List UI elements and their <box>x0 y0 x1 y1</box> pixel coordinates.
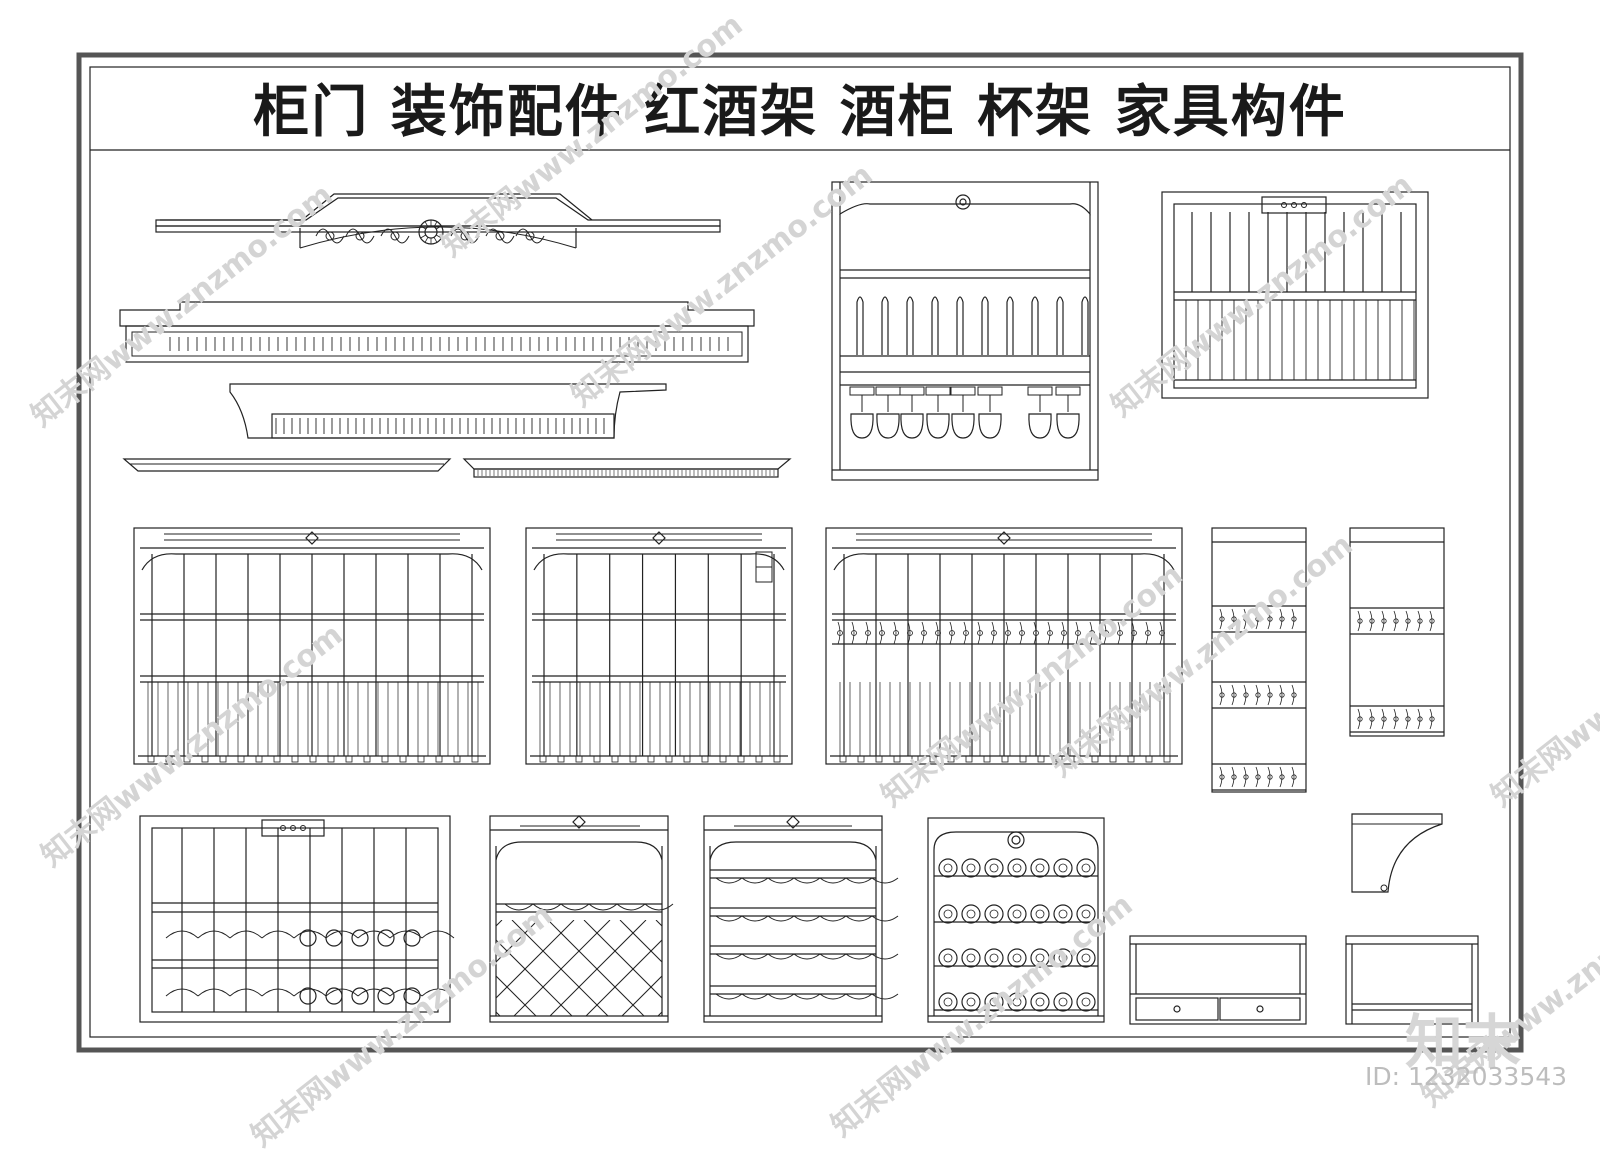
sheet-title: 柜门 装饰配件 红酒架 酒柜 杯架 家具构件 <box>253 79 1347 145</box>
wine-rack-icon-cabinet-b <box>525 527 793 765</box>
cad-drawing <box>76 52 1524 1053</box>
wine-rack-icon-bottom-left <box>139 815 455 1023</box>
cornice-icon-thin-right <box>462 458 792 478</box>
wine-rack-icon-shelves <box>703 815 899 1023</box>
wine-rack-icon-arched <box>927 817 1105 1023</box>
wine-rack-icon-top-right <box>1161 191 1429 399</box>
outer-border <box>76 52 1524 1053</box>
cornice-icon-medium <box>229 383 667 439</box>
drawer-icon-console <box>1129 935 1307 1025</box>
wine-rack-icon-tower-left <box>1211 527 1307 793</box>
drawing-frame <box>76 52 1524 1053</box>
component-drawings <box>119 181 1479 1025</box>
inner-border <box>89 66 1511 1038</box>
wine-rack-icon-cabinet-a <box>133 527 491 765</box>
cornice-icon-thin-left <box>122 458 452 472</box>
drawer-icon-open-shelf <box>1345 935 1479 1025</box>
corbel-bracket-icon <box>1351 813 1443 893</box>
id-label: ID: 1232033543 <box>1365 1062 1568 1091</box>
wine-glass-icon-cabinet <box>831 181 1099 481</box>
wine-rack-icon-tower-right <box>1349 527 1445 737</box>
brand-watermark: 知末 <box>1405 1008 1522 1076</box>
crown-moulding-icon <box>155 193 721 249</box>
wine-rack-icon-lattice <box>489 815 674 1023</box>
cornice-icon-large <box>119 301 755 363</box>
wine-rack-icon-cabinet-c <box>825 527 1183 765</box>
